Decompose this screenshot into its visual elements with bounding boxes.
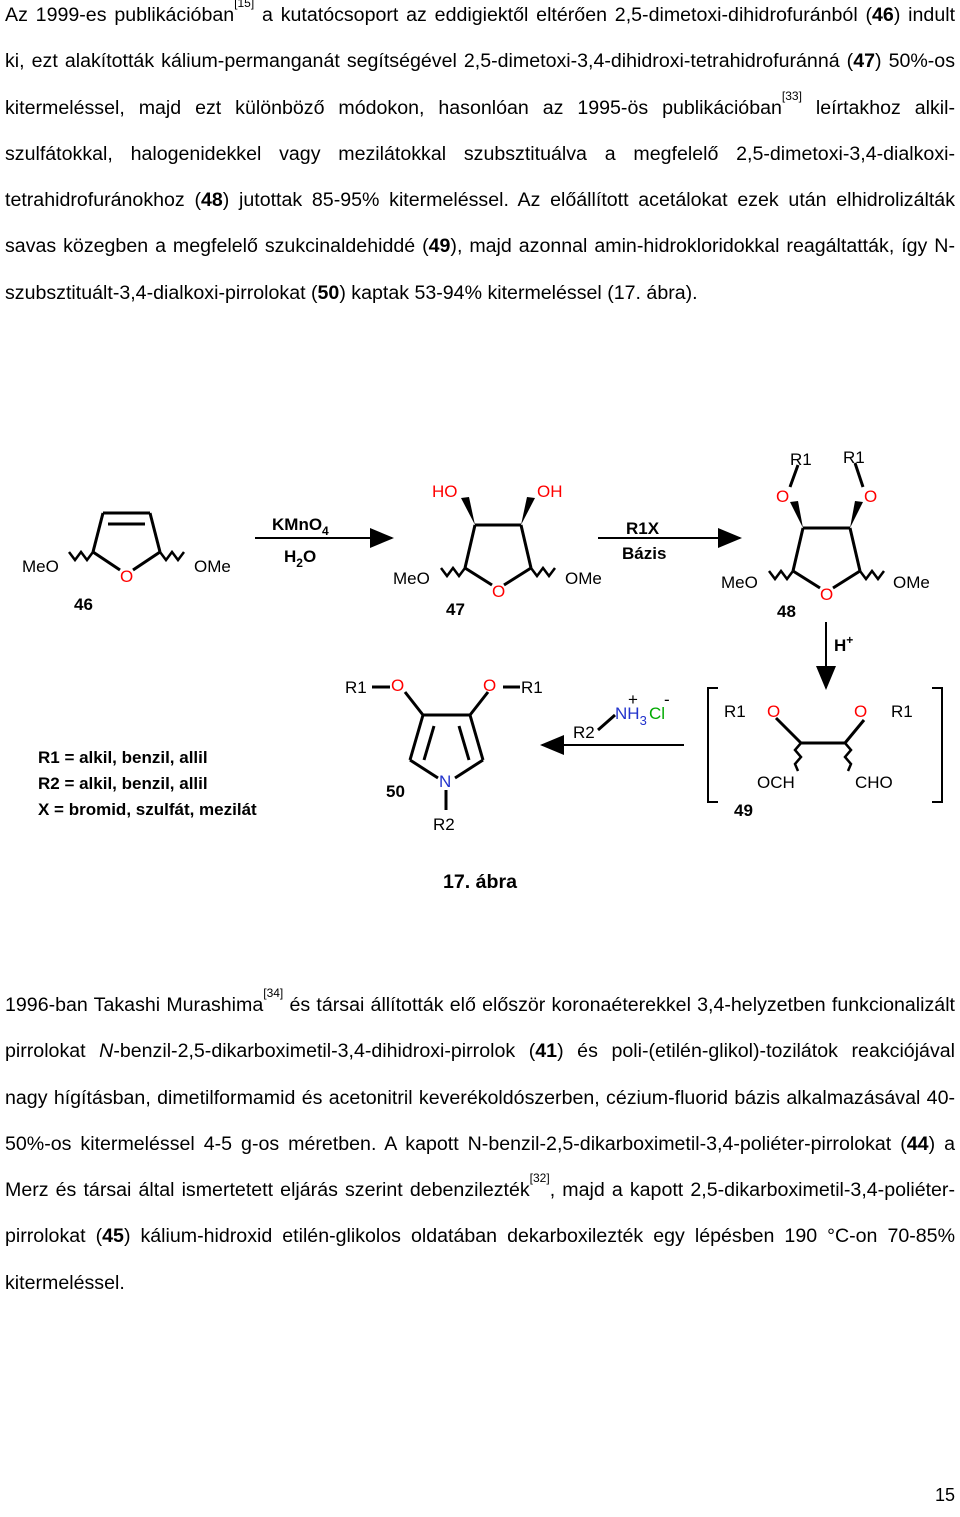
acid-label: H+: [834, 633, 853, 655]
ether-oxygen: O: [864, 487, 877, 506]
r1-label: R1: [345, 678, 367, 697]
ether-oxygen: O: [391, 676, 404, 695]
compound-number: 45: [102, 1225, 124, 1248]
compound-number: 41: [535, 1040, 558, 1063]
r2-label: R2: [573, 723, 595, 742]
ether-oxygen: O: [767, 702, 780, 721]
ring-oxygen: O: [820, 585, 833, 604]
compound-number: 47: [853, 50, 875, 73]
wedge-bond: [461, 497, 475, 525]
reference: [34]: [263, 986, 284, 1000]
compound-47: [440, 523, 556, 587]
aldehyde-label: CHO: [855, 773, 893, 792]
compound-50: [372, 685, 520, 810]
text-run: -benzil-2,5-dikarboximetil-3,4-dihidroxi…: [113, 1040, 536, 1063]
r1-label: R1: [843, 448, 865, 467]
r1-label: R1: [891, 702, 913, 721]
methoxy-label: OMe: [565, 569, 602, 588]
compound-label-50: 50: [386, 782, 405, 801]
compound-label-46: 46: [74, 595, 93, 614]
chloride-label: Cl: [649, 704, 665, 723]
compound-48: [768, 462, 885, 590]
text-run: és társai állították elő először koronaé…: [5, 994, 955, 1063]
text-run: ) 50%-os kitermeléssel, majd ezt különbö…: [5, 50, 956, 119]
reference: [32]: [529, 1171, 550, 1186]
charge-label: -: [664, 690, 670, 709]
reagent-base: Bázis: [622, 544, 666, 563]
ring-oxygen: O: [120, 567, 133, 586]
r2-label: R2: [433, 815, 455, 834]
reagent-water: H2O: [284, 547, 316, 570]
compound-label-49: 49: [734, 801, 753, 820]
r1-label: R1: [521, 678, 543, 697]
text-run: ) jutottak 85-95% kitermeléssel. Az előá…: [5, 189, 955, 258]
text-run: ) és poli-(etilén-glikol)-tozilátok reak…: [5, 1040, 955, 1155]
wedge-bond: [521, 497, 535, 525]
methoxy-label: OMe: [194, 557, 231, 576]
compound-46: [68, 511, 185, 572]
compound-number: 49: [428, 235, 451, 258]
legend-line: R1 = alkil, benzil, allil: [38, 748, 208, 767]
ether-oxygen: O: [854, 702, 867, 721]
compound-49: [707, 687, 943, 803]
reagent-r1x: R1X: [626, 519, 660, 538]
pyrrole-nitrogen: N: [439, 772, 451, 791]
ether-oxygen: O: [776, 487, 789, 506]
text-run: ) kálium-hidroxid etilén-glikolos oldatá…: [5, 1225, 955, 1294]
substituent-legend: R1 = alkil, benzil, allil R2 = alkil, be…: [38, 748, 257, 819]
compound-number: 44: [906, 1132, 929, 1155]
ether-oxygen: O: [483, 676, 496, 695]
hydroxy-label: OH: [537, 482, 563, 501]
compound-number: 48: [200, 189, 223, 212]
italic-text: N: [99, 1040, 114, 1063]
figure-caption: 17. ábra: [442, 871, 518, 893]
page-number: 15: [934, 1485, 955, 1505]
ring-oxygen: O: [492, 582, 505, 601]
text-run: leírtakhoz alkil-szulfátokkal, halogenid…: [5, 96, 955, 212]
compound-number: 50: [317, 281, 340, 304]
text-run: ), majd azonnal amin-hidrokloridokkal re…: [5, 235, 955, 304]
text-run: ) indult ki, ezt alakították kálium-perm…: [5, 4, 956, 73]
compound-number: 46: [872, 4, 894, 26]
ammonium-label: NH3: [615, 704, 647, 728]
hydroxy-label: HO: [432, 482, 458, 501]
charge-label: +: [628, 690, 638, 709]
reference: [33]: [781, 88, 802, 103]
compound-label-48: 48: [777, 602, 796, 621]
methoxy-label: MeO: [721, 573, 758, 592]
methoxy-label: OMe: [893, 573, 930, 592]
text-run: 1996-ban Takashi Murashima: [5, 994, 264, 1016]
bond: [597, 713, 616, 732]
legend-line: R2 = alkil, benzil, allil: [38, 774, 208, 793]
text-run: a kutatócsoport az eddigiektől eltérően …: [254, 4, 873, 26]
r1-label: R1: [724, 702, 746, 721]
paragraph-1: Az 1999-es publikációban[15] a kutatócso…: [5, 0, 955, 316]
methoxy-label: MeO: [393, 569, 430, 588]
methoxy-label: MeO: [22, 557, 59, 576]
r1-label: R1: [790, 450, 812, 469]
reaction-scheme: MeO OMe O 46 KMnO4 H2O HO OH MeO OMe O 4…: [22, 448, 943, 834]
paragraph-2: 1996-ban Takashi Murashima[34] és társai…: [5, 982, 955, 1306]
wedge-bond: [790, 501, 803, 528]
aldehyde-label: OCH: [757, 773, 795, 792]
reference: [15]: [234, 0, 255, 10]
text-run: , majd a kapott 2,5-dikarboximetil-3,4-p…: [5, 1179, 955, 1248]
legend-line: X = bromid, szulfát, mezilát: [38, 800, 257, 819]
text-run: ) a Merz és társai által ismertetett elj…: [5, 1132, 955, 1202]
text-run: ) kaptak 53-94% kitermeléssel (17. ábra)…: [339, 281, 698, 304]
text-run: Az 1999-es publikációban: [5, 4, 235, 26]
wedge-bond: [850, 501, 863, 528]
reagent-kmno4: KMnO4: [272, 515, 329, 538]
compound-label-47: 47: [446, 600, 465, 619]
